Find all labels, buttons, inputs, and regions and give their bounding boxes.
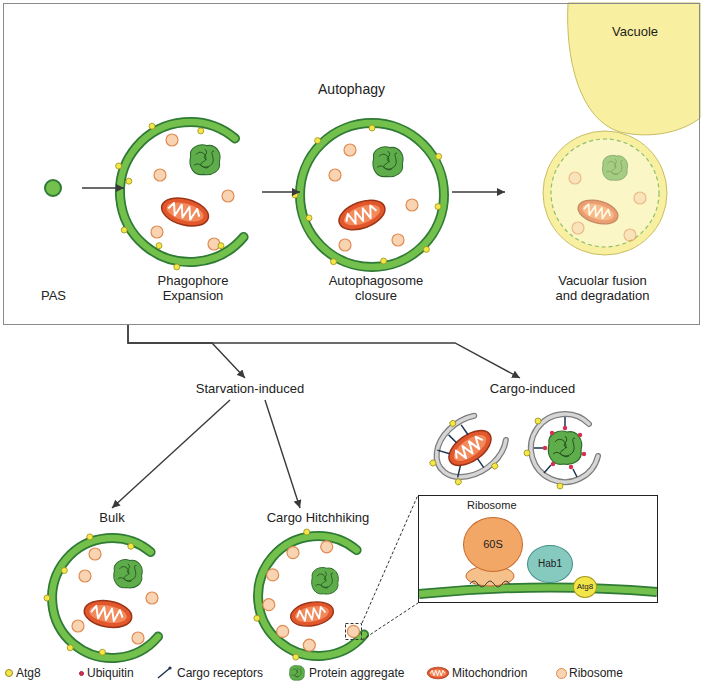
connector-arrow: [128, 325, 520, 378]
connector-arrow: [265, 400, 300, 508]
vacuole-shape: [568, 3, 700, 135]
cargo-mitophagy: [417, 401, 517, 498]
legend-icons: [158, 665, 449, 680]
protein-dot: Atg8: [573, 576, 597, 598]
legend-label: Protein aggregate: [309, 665, 404, 681]
autophagosome: [292, 123, 444, 267]
node-label: 60S: [483, 538, 503, 551]
phagophore: [116, 122, 244, 270]
legend-swatch: [556, 668, 567, 679]
node-label: Autophagy: [318, 81, 385, 98]
node-label: Cargo Hitchhiking: [267, 510, 370, 526]
branch-label: Cargo-induced: [475, 378, 590, 400]
legend-label: Ribosome: [569, 665, 623, 681]
node-label: Vacuolar fusion and degradation: [547, 273, 659, 304]
branch-label: Starvation-induced: [190, 378, 310, 400]
fused-autophagosome: [543, 131, 667, 255]
node-label: Ribosome: [467, 499, 517, 512]
stage-box: Vacuolar fusion and degradation: [505, 115, 700, 308]
legend-label: Atg8: [16, 665, 41, 681]
bulk-phagophore: [44, 534, 158, 658]
cargo-aggrephagy: [524, 414, 598, 489]
process-panel: Autophagy VacuolePAS Phagophore Expansion A…: [3, 3, 700, 325]
connector-arrow: [112, 400, 230, 508]
legend-label: Mitochondrion: [452, 665, 527, 681]
stage-box: Autophagosome closure: [300, 115, 452, 308]
legend-swatch: [5, 669, 13, 677]
protein-blob: Hab1: [527, 545, 573, 583]
stage-box: Phagophore Expansion: [124, 115, 262, 308]
legend-swatch: [79, 671, 84, 676]
node-label: Phagophore Expansion: [153, 273, 233, 304]
node-label: Cargo-induced: [490, 381, 575, 397]
stage-box: PAS: [25, 170, 82, 308]
node-label: Atg8: [577, 582, 593, 592]
pas-dot: [45, 180, 61, 196]
inset-box: Ribosome 60S Hab1Atg8: [418, 495, 658, 603]
hitchhiking-phagophore: [254, 529, 364, 660]
node-label: Starvation-induced: [196, 381, 304, 397]
connector-arrow: [82, 187, 124, 188]
mode-label: Bulk: [82, 508, 142, 528]
legend-label: Cargo receptors: [177, 665, 263, 681]
legend-label: Ubiquitin: [87, 665, 134, 681]
vacuole-label-area: Vacuole: [575, 22, 695, 62]
node-label: Bulk: [99, 510, 124, 526]
connector-arrow: [128, 325, 245, 378]
node-label: Vacuole: [612, 24, 658, 40]
node-label: Autophagosome closure: [326, 273, 426, 304]
node-label: PAS: [41, 288, 66, 304]
node-label: Hab1: [538, 558, 562, 570]
connector-arrow: [262, 191, 300, 192]
connector-arrow: [452, 191, 505, 192]
ribosome-subunit: 60S: [463, 517, 523, 572]
mode-label: Cargo Hitchhiking: [248, 508, 388, 528]
inset-leader-lines: [362, 495, 418, 640]
